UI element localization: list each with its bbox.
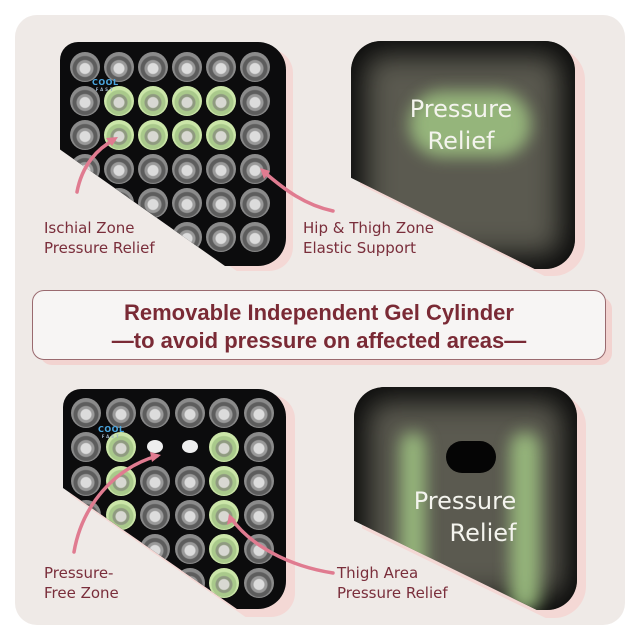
gel-cylinder-gray bbox=[174, 500, 205, 530]
gel-cylinder-gray bbox=[172, 154, 202, 184]
coolfast-logo: COOL FAST bbox=[92, 78, 119, 93]
pressure-relief-label: Pressure Relief bbox=[409, 95, 513, 155]
gel-cylinder-gray bbox=[105, 398, 136, 428]
gel-cylinder-gray bbox=[140, 398, 170, 428]
gel-cylinder-gray bbox=[71, 466, 101, 496]
gel-cylinder-gray bbox=[104, 154, 134, 184]
gel-cylinder-green bbox=[172, 120, 202, 150]
gel-cylinder-green bbox=[209, 466, 239, 496]
gel-cylinder-green bbox=[172, 86, 202, 116]
feature-banner: Removable Independent Gel Cylinder —to a… bbox=[32, 290, 606, 360]
gel-cylinder-gray bbox=[240, 154, 270, 184]
banner-title: Removable Independent Gel Cylinder bbox=[124, 300, 514, 325]
gel-cylinder-gray bbox=[243, 466, 274, 496]
gel-cylinder-gray bbox=[243, 500, 274, 530]
gel-cylinder-gray bbox=[243, 568, 274, 598]
gel-cylinder-gray bbox=[140, 500, 170, 530]
gel-cylinder-gray bbox=[104, 52, 134, 82]
gel-cylinder-gray bbox=[240, 86, 270, 116]
gel-cylinder-green bbox=[209, 432, 239, 462]
gel-cylinder-gray bbox=[240, 222, 270, 252]
gel-cylinder-gray bbox=[206, 154, 236, 184]
gel-cylinder-gray bbox=[240, 120, 270, 150]
hip-thigh-zone-label: Hip & Thigh Zone Elastic Support bbox=[303, 219, 435, 257]
gel-cylinder-gray bbox=[240, 188, 270, 218]
gel-cylinder-gray bbox=[206, 188, 236, 218]
gel-cylinder-green bbox=[138, 86, 168, 116]
top-pressure-heatmap: Pressure Relief bbox=[351, 41, 575, 269]
gel-cylinder-gray bbox=[138, 154, 168, 184]
gel-cylinder-gray bbox=[70, 86, 100, 116]
pressure-free-zone-label: Pressure- Free Zone bbox=[44, 564, 119, 602]
gel-cylinder-gray bbox=[71, 432, 101, 462]
gel-cylinder-gray bbox=[243, 534, 274, 564]
gel-cylinder-green bbox=[209, 500, 239, 530]
gel-cylinder-green bbox=[105, 466, 136, 496]
removed-cylinder-slot bbox=[175, 432, 205, 462]
gel-cylinder-gray bbox=[174, 398, 205, 428]
gel-cylinder-gray bbox=[70, 120, 100, 150]
gel-cylinder-gray bbox=[243, 432, 274, 462]
gel-cylinder-gray bbox=[206, 222, 236, 252]
gel-cylinder-green bbox=[206, 86, 236, 116]
gel-cylinder-green bbox=[104, 86, 134, 116]
gel-cylinder-gray bbox=[70, 52, 100, 82]
gel-cylinder-gray bbox=[138, 52, 168, 82]
removed-cylinder-slot bbox=[140, 432, 170, 462]
gel-cylinder-gray bbox=[174, 534, 205, 564]
pressure-relief-glow bbox=[409, 91, 531, 157]
ischial-zone-label: Ischial Zone Pressure Relief bbox=[44, 219, 155, 257]
gel-cylinder-gray bbox=[206, 52, 236, 82]
gel-cylinder-gray bbox=[172, 188, 202, 218]
gel-cylinder-gray bbox=[172, 52, 202, 82]
coolfast-logo: COOL FAST bbox=[98, 425, 125, 440]
pressure-free-cutout bbox=[446, 441, 496, 473]
gel-cylinder-gray bbox=[174, 466, 205, 496]
gel-cylinder-gray bbox=[209, 398, 239, 428]
gel-cylinder-gray bbox=[71, 398, 101, 428]
banner-subtitle: —to avoid pressure on affected areas— bbox=[111, 328, 527, 353]
gel-cylinder-green bbox=[206, 120, 236, 150]
right-thigh-glow bbox=[510, 432, 540, 610]
gel-cylinder-gray bbox=[140, 466, 170, 496]
gel-cylinder-gray bbox=[243, 398, 274, 428]
gel-cylinder-green bbox=[104, 120, 134, 150]
gel-cylinder-green bbox=[209, 534, 239, 564]
pressure-relief-label: Pressure Relief bbox=[413, 487, 517, 547]
gel-cylinder-gray bbox=[240, 52, 270, 82]
thigh-area-label: Thigh Area Pressure Relief bbox=[337, 564, 448, 602]
gel-cylinder-green bbox=[138, 120, 168, 150]
